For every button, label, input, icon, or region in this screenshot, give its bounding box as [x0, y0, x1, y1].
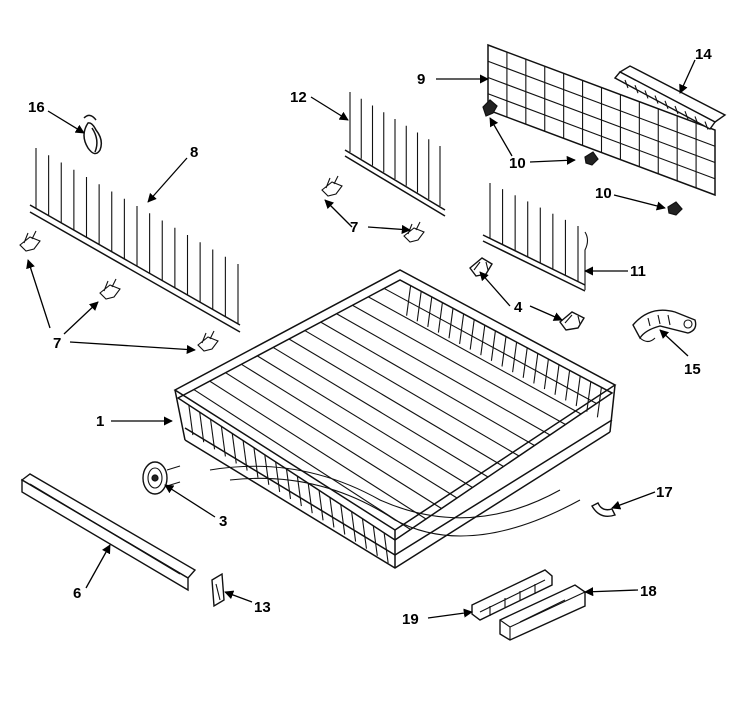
callout-8: 8 — [190, 144, 198, 161]
rack-clip-16 — [83, 114, 103, 155]
callout-7-center: 7 — [350, 219, 358, 236]
pivot-clips-10 — [482, 99, 683, 216]
shelf-rail — [613, 65, 727, 130]
tine-row-right — [482, 183, 589, 292]
hinge-clip-15 — [632, 309, 697, 343]
callout-18: 18 — [640, 583, 657, 600]
rack-wheel — [142, 461, 181, 495]
leader-lines — [26, 59, 696, 619]
callout-14: 14 — [695, 46, 712, 63]
callout-10-upper: 10 — [509, 155, 526, 172]
upper-dishrack — [173, 269, 617, 569]
cup-shelf-grid — [487, 43, 716, 197]
callout-labels: 1 3 4 6 7 7 8 9 10 10 11 12 13 14 15 16 … — [28, 46, 712, 628]
latch-clips-4 — [469, 257, 585, 331]
track-stop — [211, 572, 225, 608]
callout-11: 11 — [630, 263, 646, 280]
callout-17: 17 — [656, 484, 673, 501]
callout-16: 16 — [28, 99, 45, 116]
callout-19: 19 — [402, 611, 419, 628]
callout-7-left: 7 — [53, 335, 61, 352]
callout-1: 1 — [96, 413, 104, 430]
callout-15: 15 — [684, 361, 701, 378]
callout-3: 3 — [219, 513, 227, 530]
callout-13: 13 — [254, 599, 271, 616]
track-rail — [20, 473, 197, 592]
callout-12: 12 — [290, 89, 307, 106]
callout-4: 4 — [514, 299, 523, 316]
tine-row-left — [29, 148, 241, 333]
callout-6: 6 — [73, 585, 81, 602]
tine-row-center — [344, 92, 446, 217]
rack-handle — [591, 502, 616, 518]
tine-clips-7 — [19, 175, 425, 352]
rack-end-cap — [499, 584, 586, 641]
callout-9: 9 — [417, 71, 425, 88]
callout-10-lower: 10 — [595, 185, 612, 202]
